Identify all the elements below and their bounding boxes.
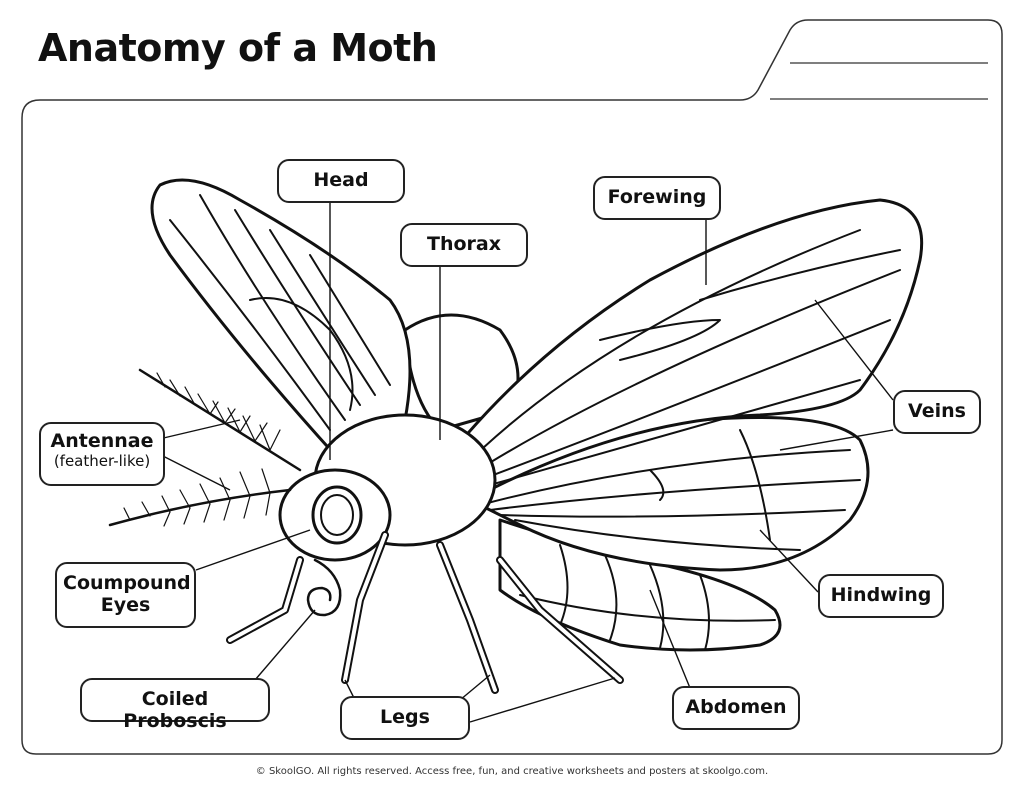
coiled-proboscis — [306, 558, 342, 617]
moth-illustration — [108, 178, 924, 694]
label-antennae: Antennae (feather-like) — [39, 422, 165, 486]
label-antennae-sub: (feather-like) — [53, 452, 151, 470]
label-compound-eyes: Coumpound Eyes — [55, 562, 196, 628]
label-thorax: Thorax — [400, 223, 528, 267]
label-head: Head — [277, 159, 405, 203]
antenna-lower — [108, 488, 292, 527]
label-coiled-proboscis: Coiled Proboscis — [80, 678, 270, 732]
label-antennae-main: Antennae — [50, 430, 154, 452]
leader-lines — [154, 203, 894, 723]
label-forewing: Forewing — [593, 176, 721, 220]
footer-copyright: © SkoolGO. All rights reserved. Access f… — [255, 766, 769, 777]
left-forewing — [150, 178, 412, 457]
label-legs: Legs — [340, 696, 470, 740]
antenna-upper — [138, 368, 302, 472]
right-forewing — [428, 198, 924, 502]
label-veins: Veins — [893, 390, 981, 434]
left-hindwing — [403, 313, 520, 432]
label-hindwing: Hindwing — [818, 574, 944, 618]
worksheet-frame — [21, 19, 1003, 755]
label-abdomen: Abdomen — [672, 686, 800, 730]
page-title: Anatomy of a Moth — [38, 26, 438, 70]
